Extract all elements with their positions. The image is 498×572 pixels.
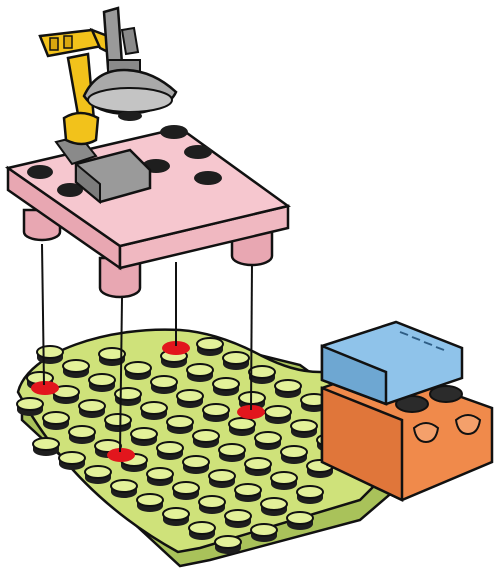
stud-top (33, 438, 59, 450)
stud-top (85, 466, 111, 478)
stud-top (173, 482, 199, 494)
stud-top (275, 380, 301, 392)
stud-top (163, 508, 189, 520)
stud-top (89, 374, 115, 386)
stud-top (111, 480, 137, 492)
stud-top (183, 456, 209, 468)
stud-top (245, 458, 271, 470)
stud-top (225, 510, 251, 522)
stud-top (187, 364, 213, 376)
stud-top (137, 494, 163, 506)
stud-top (131, 428, 157, 440)
stud-top (261, 498, 287, 510)
attach-point (31, 381, 59, 395)
stud-top (193, 430, 219, 442)
stud-top (209, 470, 235, 482)
stud-top (115, 388, 141, 400)
stud-top (219, 444, 245, 456)
stud-top (151, 376, 177, 388)
stud-top (141, 402, 167, 414)
stud-top (213, 378, 239, 390)
stud-top (157, 442, 183, 454)
stud-top (167, 416, 193, 428)
stud-top (43, 412, 69, 424)
stud-top (69, 426, 95, 438)
stud-top (17, 398, 43, 410)
stud-top (199, 496, 225, 508)
stud-top (79, 400, 105, 412)
stud-top (223, 352, 249, 364)
stud-top (249, 366, 275, 378)
stud-top (297, 486, 323, 498)
stud-top (287, 512, 313, 524)
pink-table-platform (8, 125, 288, 297)
stud-top (215, 536, 241, 548)
stud-top (235, 484, 261, 496)
stud-top (63, 360, 89, 372)
stud-top (281, 446, 307, 458)
stud-top (255, 432, 281, 444)
stud-top (125, 362, 151, 374)
stud-top (265, 406, 291, 418)
stud-top (197, 338, 223, 350)
stud-top (203, 404, 229, 416)
stud-top (271, 472, 297, 484)
stud-top (147, 468, 173, 480)
stud-top (59, 452, 85, 464)
stud-top (105, 414, 131, 426)
stud-top (291, 420, 317, 432)
stud-top (251, 524, 277, 536)
stud-top (189, 522, 215, 534)
stud-top (177, 390, 203, 402)
stud-top (37, 346, 63, 358)
stud-top (229, 418, 255, 430)
